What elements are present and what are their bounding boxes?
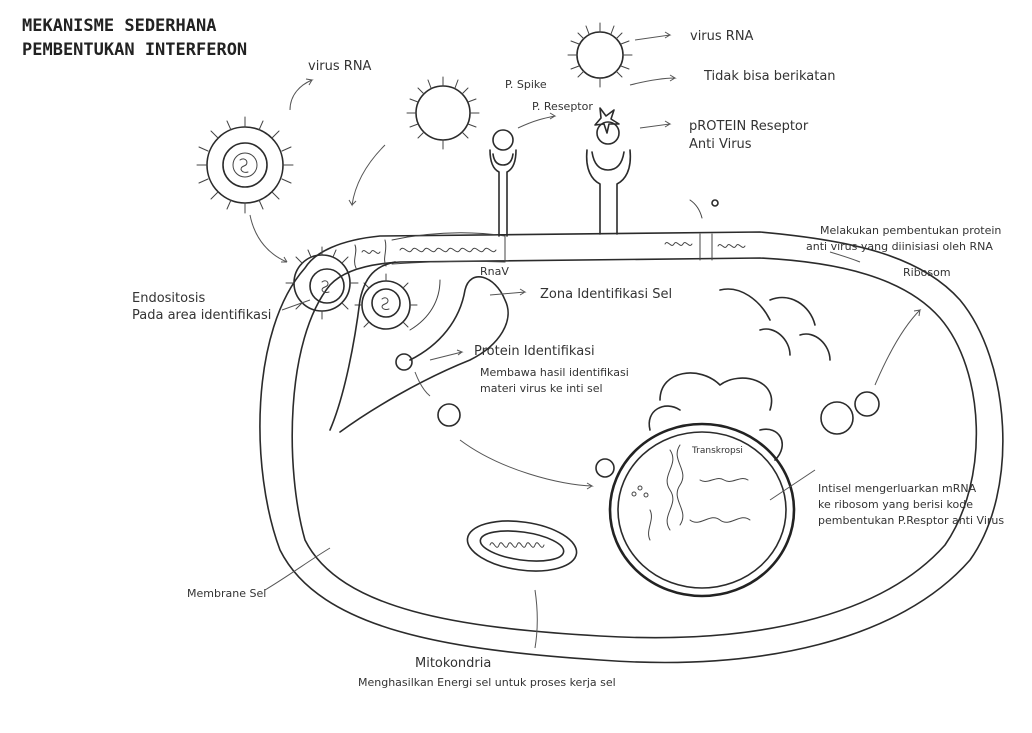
label-intisel-line-2: ke ribosom yang berisi kode <box>818 498 973 511</box>
vesicles <box>395 199 719 478</box>
identification-zone-strand <box>329 261 509 433</box>
title-line-2: PEMBENTUKAN INTERFERON <box>22 40 248 60</box>
virus-particle-endocytosis <box>285 246 359 320</box>
receptor-spike <box>489 129 517 237</box>
annotation-arrows <box>249 31 922 649</box>
label-protein-identifikasi: Protein Identifikasi <box>474 344 595 359</box>
title-line-1: MEKANISME SEDERHANA <box>22 16 217 36</box>
label-protein-reseptor-line-1: pROTEIN Reseptor <box>689 119 809 134</box>
label-membrane-sel: Membrane Sel <box>187 587 267 600</box>
membrane-channels <box>354 232 746 269</box>
label-mitokondria: Mitokondria <box>415 656 492 671</box>
label-mitokondria-description: Menghasilkan Energi sel untuk proses ker… <box>358 676 616 689</box>
label-tidak-bisa-berikatan: Tidak bisa berikatan <box>704 69 836 84</box>
label-melakukan-line-1: Melakukan pembentukan protein <box>820 224 1002 237</box>
label-virus-rna-left: virus RNA <box>308 59 372 74</box>
label-membawa-line-2: materi virus ke inti sel <box>480 382 603 395</box>
label-membawa-line-1: Membawa hasil identifikasi <box>480 366 629 379</box>
label-virus-rna-right: virus RNA <box>690 29 754 44</box>
label-rnav: RnaV <box>480 265 509 278</box>
label-p-spike: P. Spike <box>505 78 547 91</box>
nucleus <box>608 422 796 598</box>
label-zona-identifikasi: Zona Identifikasi Sel <box>540 287 673 302</box>
label-intisel-line-3: pembentukan P.Resptor anti Virus <box>818 514 1005 527</box>
virus-particle-left <box>196 116 294 214</box>
virus-particle-top <box>406 76 480 150</box>
label-protein-reseptor-line-2: Anti Virus <box>689 137 752 152</box>
virus-particle-top-right <box>567 22 633 88</box>
label-intisel-line-1: Intisel mengerluarkan mRNA <box>818 482 977 495</box>
ribosome <box>820 391 880 435</box>
receptor-anti-virus <box>585 107 632 235</box>
endoplasmic-reticulum <box>648 372 784 461</box>
label-transkripsi: Transkropsi <box>692 446 743 456</box>
label-endositosis-line-2: Pada area identifikasi <box>132 308 272 323</box>
cell-membrane <box>259 231 1004 664</box>
label-endositosis-line-1: Endositosis <box>132 291 206 306</box>
diagram-title: MEKANISME SEDERHANA PEMBENTUKAN INTERFER… <box>22 14 247 62</box>
virus-particle-inside <box>354 273 418 330</box>
label-ribosom: Ribosom <box>903 266 951 279</box>
mitochondria <box>466 520 578 572</box>
label-melakukan-line-2: anti virus yang diinisiasi oleh RNA <box>806 240 993 253</box>
golgi-apparatus <box>719 288 831 361</box>
label-p-reseptor: P. Reseptor <box>532 100 593 113</box>
